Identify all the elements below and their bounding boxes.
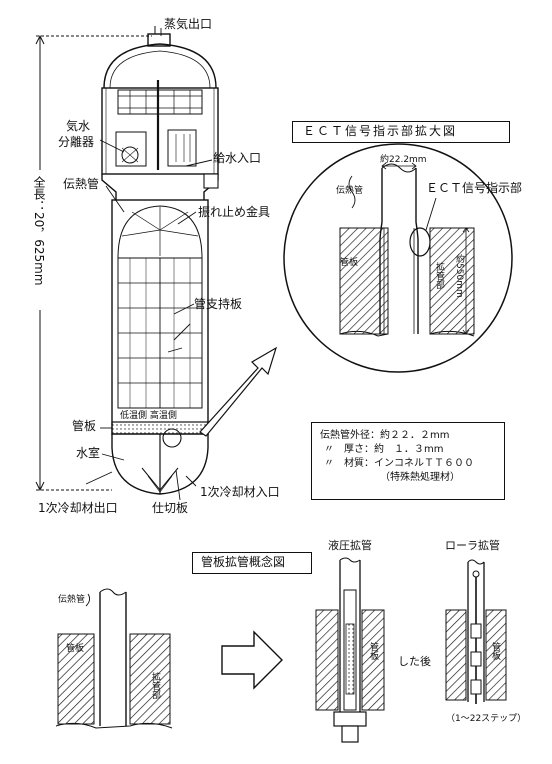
total-length-label: 全長：20，625mm <box>32 176 46 286</box>
feedwater-inlet-label: 給水入口 <box>213 151 262 165</box>
leader-lines <box>85 28 213 501</box>
expansion-title-box: 管板拡管概念図 <box>192 552 312 574</box>
heat-tube-label: 伝熱管 <box>63 177 100 191</box>
spec-box: 伝熱管外径：約２２．２mm 〃 厚さ：約 １．３mm 〃 材質：インコネルＴＴ６… <box>311 422 505 500</box>
expansion-expanded-label: 拡管部 <box>150 672 160 699</box>
roller-label: ローラ拡管 <box>445 539 500 552</box>
ect-diameter-label: 約22.2mm <box>380 155 427 165</box>
hydraulic-expansion <box>315 557 385 743</box>
separator-label-1: 気水 <box>66 119 91 133</box>
tube-support-label: 管支持板 <box>194 297 243 311</box>
ect-heat-tube-label: 伝熱管 <box>336 186 364 196</box>
water-chamber-label: 水室 <box>76 446 101 460</box>
primary-inlet-label: 1次冷却材入口 <box>200 485 280 499</box>
ect-expanded-label: 拡管部 <box>434 262 444 289</box>
spec-line-1: 伝熱管外径：約２２．２mm <box>320 430 450 441</box>
after-label: した後 <box>398 655 431 668</box>
cold-hot-label: 低温側 高温側 <box>120 411 177 421</box>
steps-label: （1～22ステップ） <box>446 714 527 724</box>
spec-line-3: 〃 材質：インコネルＴＴ６００ <box>324 458 474 469</box>
roller-tube-sheet-label: 管板 <box>490 642 500 660</box>
spec-line-2: 〃 厚さ：約 １．３mm <box>324 444 444 455</box>
separator-label-2: 分離器 <box>58 135 95 149</box>
zoom-arrow <box>199 346 278 437</box>
partition-label: 仕切板 <box>152 501 189 515</box>
tube-sheet-label: 管板 <box>72 419 97 433</box>
spec-line-4: （特殊熱処理材） <box>380 472 460 483</box>
expansion-heat-tube-label: 伝熱管 <box>58 595 86 605</box>
ect-title: ＥＣＴ信号指示部拡大図 <box>303 124 458 138</box>
expansion-before <box>55 588 173 729</box>
ect-enlarged-view <box>283 143 513 373</box>
process-arrow <box>221 630 283 690</box>
ect-length-label: 約550mm <box>454 254 464 298</box>
primary-outlet-label: 1次冷却材出口 <box>38 501 118 515</box>
roller-expansion <box>445 559 507 704</box>
steam-generator <box>101 26 219 495</box>
ect-tube-sheet-label: 管板 <box>340 258 359 268</box>
expansion-tube-sheet-label: 管板 <box>66 644 85 654</box>
ect-indicator-label: ＥＣＴ信号指示部 <box>426 181 523 195</box>
hydraulic-tube-sheet-label: 管板 <box>368 642 378 660</box>
total-length-dimension <box>35 34 152 492</box>
ect-title-box: ＥＣＴ信号指示部拡大図 <box>292 121 510 143</box>
hydraulic-label: 液圧拡管 <box>328 539 372 552</box>
anti-vibration-label: 振れ止め金具 <box>198 205 271 219</box>
steam-outlet-label: 蒸気出口 <box>164 17 213 31</box>
expansion-title: 管板拡管概念図 <box>201 555 286 569</box>
